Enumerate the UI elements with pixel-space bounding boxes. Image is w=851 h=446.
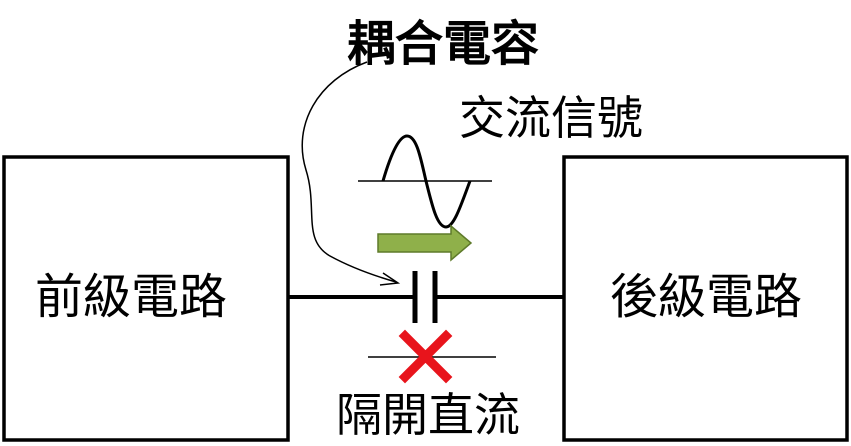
sine-curve [381,134,472,229]
pointer-arrowhead [379,272,401,286]
cross-stroke-2 [398,329,453,384]
capacitor-symbol [412,271,438,323]
ac-signal-label: 交流信號 [459,91,643,145]
pointer-curve [301,61,397,283]
rear-stage-box [562,155,849,442]
dc-block-label: 隔開直流 [336,388,520,442]
sine-wave-icon [358,134,492,229]
front-stage-block: 前級電路 [2,155,290,442]
coupling-capacitor-label: 耦合電容 [347,16,539,72]
front-stage-label: 前級電路 [35,269,227,325]
red-cross-icon [368,329,496,384]
front-stage-box [2,155,290,442]
right-arrow-icon [377,224,473,262]
rear-stage-block: 後級電路 [562,155,849,442]
rear-stage-label: 後級電路 [610,269,802,325]
pointer-arrow [301,61,401,286]
